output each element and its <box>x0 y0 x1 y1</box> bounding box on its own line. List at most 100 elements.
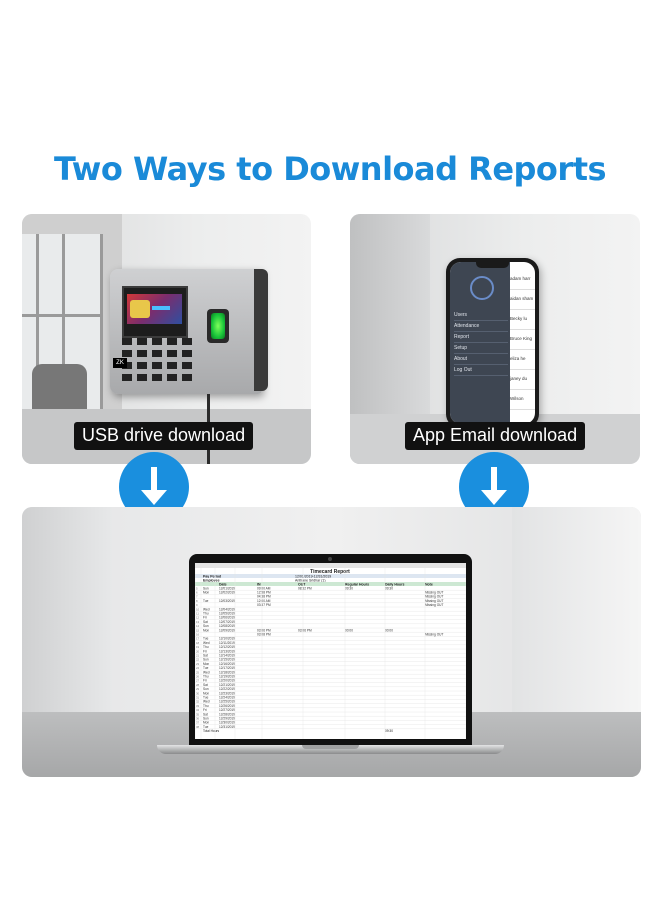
row-number: 18 <box>196 641 200 645</box>
row-number: 30 <box>196 691 200 695</box>
table-cell: 12/03/2019 <box>219 599 235 603</box>
down-arrow-icon <box>481 467 507 505</box>
row-number: 8 <box>196 599 198 603</box>
app-menu-item[interactable]: About <box>454 354 508 365</box>
app-menu-item[interactable]: Attendance <box>454 321 508 332</box>
table-cell: Sun <box>203 687 209 691</box>
row-number: 29 <box>196 687 200 691</box>
table-cell: 12/04/2019 <box>219 607 235 611</box>
keypad <box>122 338 192 386</box>
column-header: Note <box>425 582 433 586</box>
table-cell: Mon <box>203 662 209 666</box>
row-number: 33 <box>196 704 200 708</box>
sheet-title: Timecard Report <box>310 569 350 575</box>
total-label: Total Hours <box>203 729 220 733</box>
column-header: IN <box>257 582 261 586</box>
table-cell: 12/25/2019 <box>219 700 235 704</box>
table-cell: 12/02/2019 <box>219 591 235 595</box>
table-cell: Tue <box>203 637 209 641</box>
table-cell: 03:08 PM <box>257 633 271 637</box>
row-number: 16 <box>196 633 200 637</box>
table-cell: Mon <box>203 721 209 725</box>
table-cell: 09:00 AM <box>257 586 271 590</box>
table-cell: 12/11/2019 <box>219 641 235 645</box>
table-cell: Missing OUT <box>425 591 443 595</box>
row-number: 25 <box>196 670 200 674</box>
table-cell: 12/31/2019 <box>219 725 235 729</box>
title-row <box>195 568 466 574</box>
table-cell: Fri <box>203 649 207 653</box>
table-cell: 03:06 PM <box>298 628 312 632</box>
row-number: 7 <box>196 595 198 599</box>
table-cell: Thu <box>203 645 209 649</box>
laptop-notch <box>302 745 359 749</box>
row-number: 37 <box>196 721 200 725</box>
table-cell: 12/07/2019 <box>219 620 235 624</box>
page-title: Two Ways to Download Reports <box>53 150 607 188</box>
table-cell: Fri <box>203 708 207 712</box>
table-cell: 12/14/2019 <box>219 654 235 658</box>
table-cell: 12/12/2019 <box>219 645 235 649</box>
total-value: 09:30 <box>385 729 393 733</box>
employee-value: Anthane Sridhar (1) <box>295 578 326 582</box>
table-cell: Missing OUT <box>425 633 443 637</box>
table-cell: Sun <box>203 658 209 662</box>
table-cell: Wed <box>203 641 210 645</box>
table-cell: 09:30 <box>385 586 393 590</box>
table-cell: Thu <box>203 612 209 616</box>
contact-item[interactable]: eliza he <box>510 350 535 370</box>
contact-item[interactable]: janey du <box>510 370 535 390</box>
period-label: Pay Period <box>203 574 221 578</box>
app-menu-item[interactable]: Report <box>454 332 508 343</box>
device-body <box>254 269 268 391</box>
table-cell: Sat <box>203 712 208 716</box>
contact-item[interactable]: Bruce King <box>510 330 535 350</box>
app-logo-icon <box>470 276 494 300</box>
row-number: 15 <box>196 628 200 632</box>
wall-right <box>512 507 641 742</box>
app-menu-item[interactable]: Log Out <box>454 365 508 376</box>
app-menu-item[interactable]: Users <box>454 310 508 321</box>
table-cell: 12/18/2019 <box>219 670 235 674</box>
table-cell: 12/21/2019 <box>219 683 235 687</box>
table-cell: 12/08/2019 <box>219 624 235 628</box>
table-cell: 12/30/2019 <box>219 721 235 725</box>
column-header: OUT <box>298 582 306 586</box>
table-cell: 12/16/2019 <box>219 662 235 666</box>
row-number: 24 <box>196 666 200 670</box>
fingerprint-icon <box>207 309 229 343</box>
row-number: 10 <box>196 607 200 611</box>
contact-item[interactable]: aidan sham <box>510 290 535 310</box>
table-cell: 12:00 AM <box>257 599 271 603</box>
app-menu-item[interactable]: Setup <box>454 343 508 354</box>
table-cell: 12/05/2019 <box>219 612 235 616</box>
laptop-base <box>157 745 504 754</box>
table-cell: Thu <box>203 704 209 708</box>
row-number: 19 <box>196 645 200 649</box>
table-cell: Sat <box>203 654 208 658</box>
table-cell: Sat <box>203 683 208 687</box>
table-cell: Mon <box>203 628 209 632</box>
contact-item[interactable]: Becky lu <box>510 310 535 330</box>
table-cell: Mon <box>203 591 209 595</box>
row-number: 31 <box>196 696 200 700</box>
row-number: 5 <box>196 586 198 590</box>
row-number: 12 <box>196 616 200 620</box>
table-cell: 12/22/2019 <box>219 687 235 691</box>
table-cell: 12/29/2019 <box>219 717 235 721</box>
table-cell: Sun <box>203 624 209 628</box>
contact-item[interactable]: adam harr <box>510 270 535 290</box>
table-cell: 03:37 PM <box>257 603 271 607</box>
table-cell: 12/15/2019 <box>219 658 235 662</box>
table-cell: 12:58 PM <box>257 591 271 595</box>
column-header-bar <box>195 563 466 568</box>
table-cell: Tue <box>203 599 209 603</box>
app-caption: App Email download <box>405 422 586 450</box>
column-header: Daily Hours <box>385 582 405 586</box>
table-cell: 03:06 PM <box>257 628 271 632</box>
period-value: 12/01/2019-12/31/2019 <box>295 574 331 578</box>
contact-item[interactable]: Wilson <box>510 390 535 410</box>
row-number: 11 <box>196 612 199 616</box>
